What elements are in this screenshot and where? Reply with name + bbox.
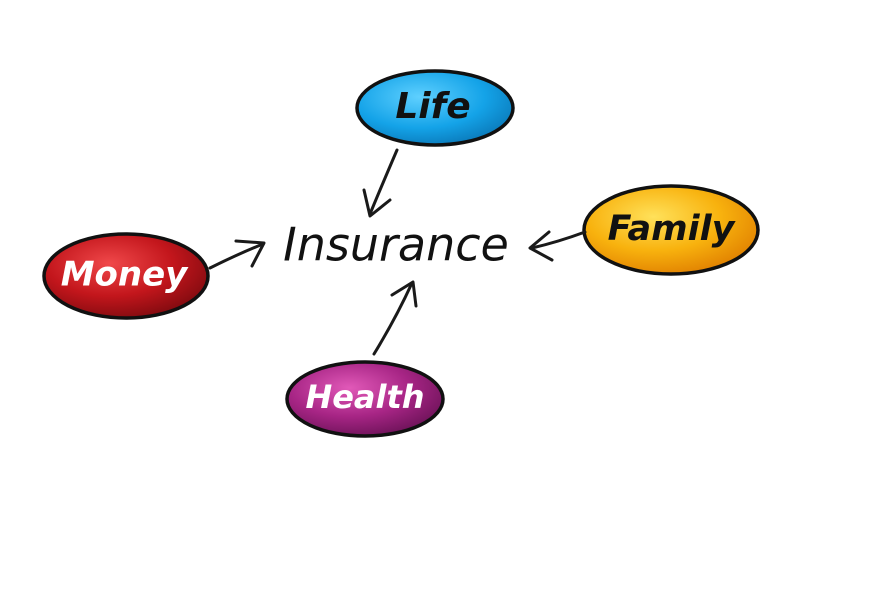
family-node: Family — [582, 184, 760, 276]
money-bubble — [42, 232, 210, 320]
arrow-life-to-center — [362, 148, 399, 218]
health-node: Health — [285, 360, 445, 438]
arrow-money-to-center — [208, 239, 266, 270]
money-label: Money — [61, 255, 189, 295]
family-bubble — [582, 184, 760, 276]
center-label: Insurance — [283, 218, 509, 272]
health-bubble — [285, 360, 445, 438]
life-node: Life — [355, 69, 515, 147]
arrow-family-to-center — [528, 230, 587, 262]
family-label: Family — [608, 209, 737, 249]
life-label: Life — [395, 86, 470, 127]
arrow-health-to-center — [372, 280, 418, 356]
health-label: Health — [305, 378, 424, 416]
money-node: Money — [42, 232, 210, 320]
life-bubble — [355, 69, 515, 147]
